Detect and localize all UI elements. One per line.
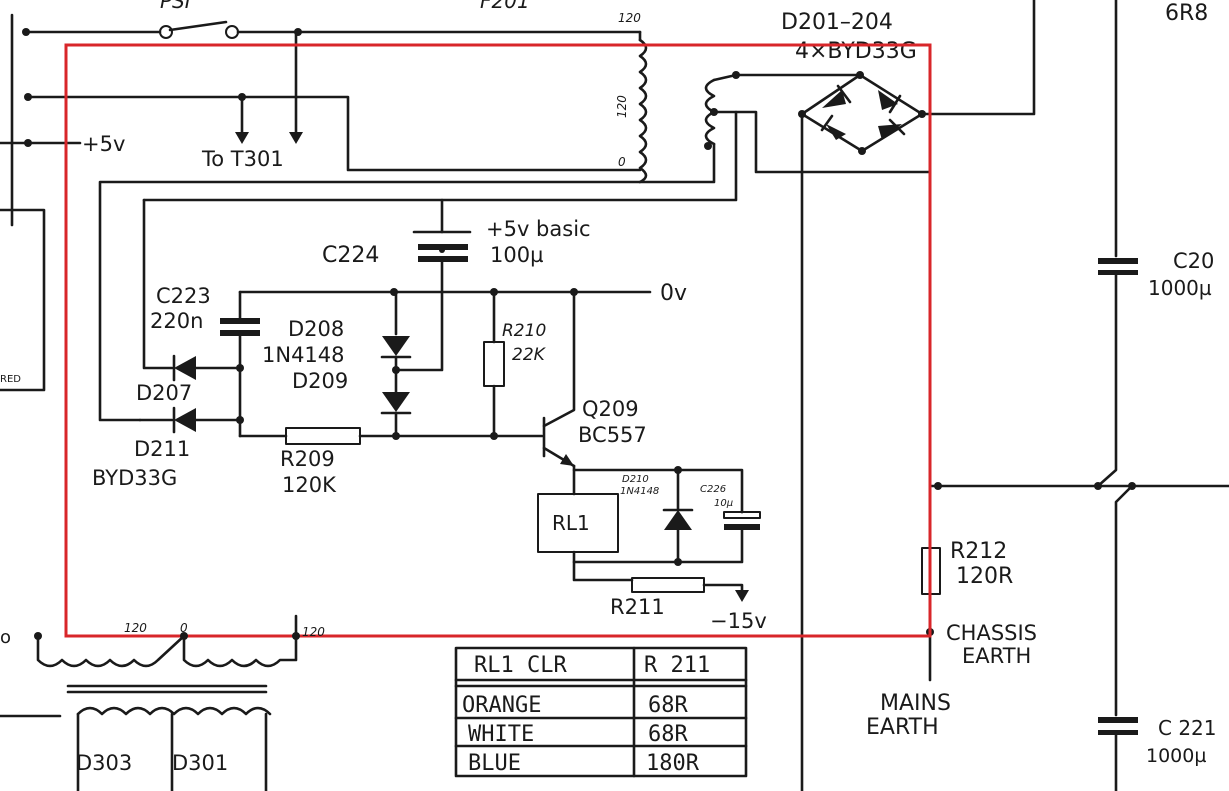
c221-value-label: 1000µ: [1146, 745, 1206, 767]
d210-type-label: 1N4148: [620, 486, 659, 497]
plus5v-left-label: +5v: [82, 132, 125, 156]
chassis-earth-label-1: CHASSIS: [946, 621, 1037, 645]
c20x-label: C20: [1173, 249, 1214, 273]
table-cell-color: BLUE: [468, 751, 521, 776]
right-filter-section: C20 1000µ C 221 1000µ: [928, 0, 1229, 791]
tap-label-mid: 120: [615, 95, 629, 118]
q209-label: Q209: [582, 397, 639, 421]
table-header-r211: R 211: [644, 653, 710, 678]
minus15v-label: −15v: [710, 609, 767, 633]
top-fragment-psi: PSI: [160, 0, 191, 13]
r210-value-label: 22K: [512, 345, 547, 365]
tap-label-120-bl2: 120: [302, 625, 325, 639]
r210-label: R210: [502, 321, 546, 341]
rl1-label: RL1: [552, 511, 590, 535]
top-mains-section: PSI F201 120 To T301 +5v RED: [0, 0, 642, 392]
bottom-transformer-section: o 120 0 120 D303 D301: [0, 614, 325, 791]
rl1-colour-table: RL1 CLR R 211 ORANGE 68R WHITE 68R BLUE …: [454, 646, 748, 778]
table-cell-value: 68R: [648, 722, 688, 747]
r212-value-label: 120R: [956, 564, 1013, 589]
d201-204-label: D201–204: [781, 10, 893, 35]
relay-control-circuit: C224 +5v basic 100µ 0v C223 220n D207 D2…: [92, 198, 767, 633]
c223-label: C223: [156, 284, 211, 308]
r209-value-label: 120K: [282, 473, 337, 497]
transformer-winding-top: 120 0: [615, 38, 648, 184]
d303-label: D303: [76, 751, 132, 775]
c221-label: C 221: [1158, 716, 1217, 740]
d209-label: D209: [292, 369, 348, 393]
c223-value-label: 220n: [150, 309, 203, 333]
table-cell-color: WHITE: [468, 722, 534, 747]
c20x-value-label: 1000µ: [1148, 276, 1212, 300]
table-cell-value: 68R: [648, 693, 688, 718]
tap-label-0-bl: 0: [180, 621, 188, 635]
plus5v-basic-label: +5v basic: [486, 217, 591, 241]
r209-label: R209: [280, 447, 335, 471]
tap-label-120-top: 120: [618, 11, 641, 25]
c226-value-label: 10µ: [714, 498, 733, 509]
byd33g-label: BYD33G: [92, 466, 177, 490]
r212-earth-section: R212 120R CHASSIS EARTH MAINS EARTH: [866, 170, 1037, 740]
mains-earth-label-2: EARTH: [866, 715, 939, 740]
table-cell-color: ORANGE: [462, 693, 541, 718]
in4148-label: 1N4148: [262, 343, 345, 367]
d301-label: D301: [172, 751, 228, 775]
table-cell-value: 180R: [646, 751, 700, 776]
r212-label: R212: [950, 539, 1007, 564]
tap-label-0-farleft: o: [0, 627, 11, 648]
top-fragment-f201: F201: [480, 0, 530, 13]
bridge-rectifier-d201-204: D201–204 4×BYD33G 6R8: [781, 0, 1208, 791]
d201-204-type-label: 4×BYD33G: [795, 39, 917, 64]
d211-label: D211: [134, 437, 190, 461]
bc557-label: BC557: [578, 423, 647, 447]
highlight-box: [64, 43, 932, 638]
zero-v-label: 0v: [660, 281, 687, 306]
left-fragment-red: RED: [0, 374, 21, 385]
to-t301-label: To T301: [201, 147, 284, 171]
d210-label: D210: [622, 474, 649, 485]
r211-label: R211: [610, 595, 665, 619]
d207-label: D207: [136, 381, 192, 405]
c224-value-label: 100µ: [490, 243, 543, 267]
bridge-transformer: [98, 71, 932, 422]
chassis-earth-label-2: EARTH: [962, 644, 1031, 668]
res-6r8-label: 6R8: [1165, 1, 1208, 26]
tap-label-0-top: 0: [618, 155, 626, 169]
mains-earth-label-1: MAINS: [880, 691, 951, 716]
c226-label: C226: [700, 484, 726, 495]
c224-label: C224: [322, 243, 379, 268]
table-header-rl1-clr: RL1 CLR: [474, 653, 567, 678]
d208-label: D208: [288, 317, 344, 341]
tap-label-120-bl1: 120: [124, 621, 147, 635]
